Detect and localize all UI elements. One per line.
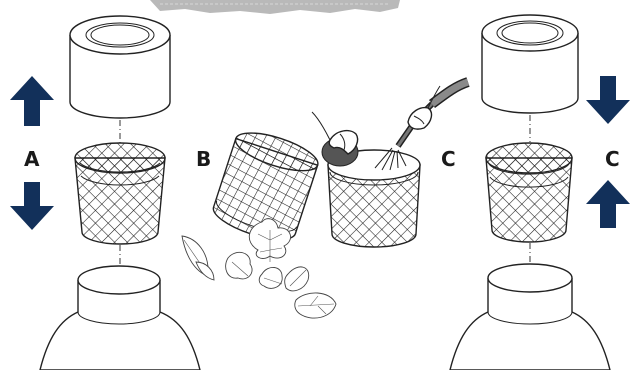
- leaf-icon: [285, 267, 309, 291]
- arrow-down-icon: [10, 182, 54, 230]
- hand-icon: [312, 112, 358, 154]
- assembly-a: A: [10, 16, 200, 370]
- step-label-b: B: [196, 147, 211, 171]
- filter-housing-a: [40, 266, 200, 370]
- leaf-icon: [259, 267, 282, 288]
- filter-housing-c: [450, 264, 610, 370]
- hose-icon: [398, 82, 468, 146]
- mesh-basket-a: [75, 143, 165, 244]
- arrow-down-icon: [586, 76, 630, 124]
- mesh-basket-c: [486, 143, 572, 242]
- leaf-icon: [295, 293, 336, 318]
- arrow-up-icon: [10, 76, 54, 126]
- step-label-c-right: C: [605, 147, 620, 171]
- leaf-icon: [226, 252, 252, 279]
- assembly-b: B: [182, 125, 336, 318]
- filter-cap-c: [482, 15, 578, 113]
- filter-cap-a: [70, 16, 170, 118]
- step-label-c-left: C: [441, 147, 456, 171]
- assembly-c: C: [450, 15, 630, 370]
- step-label-a: A: [24, 147, 40, 171]
- leaf-icon: [182, 236, 214, 280]
- arrow-up-icon: [586, 180, 630, 228]
- cleaning-scene: C: [312, 82, 468, 247]
- top-debris-strip: [150, 0, 400, 14]
